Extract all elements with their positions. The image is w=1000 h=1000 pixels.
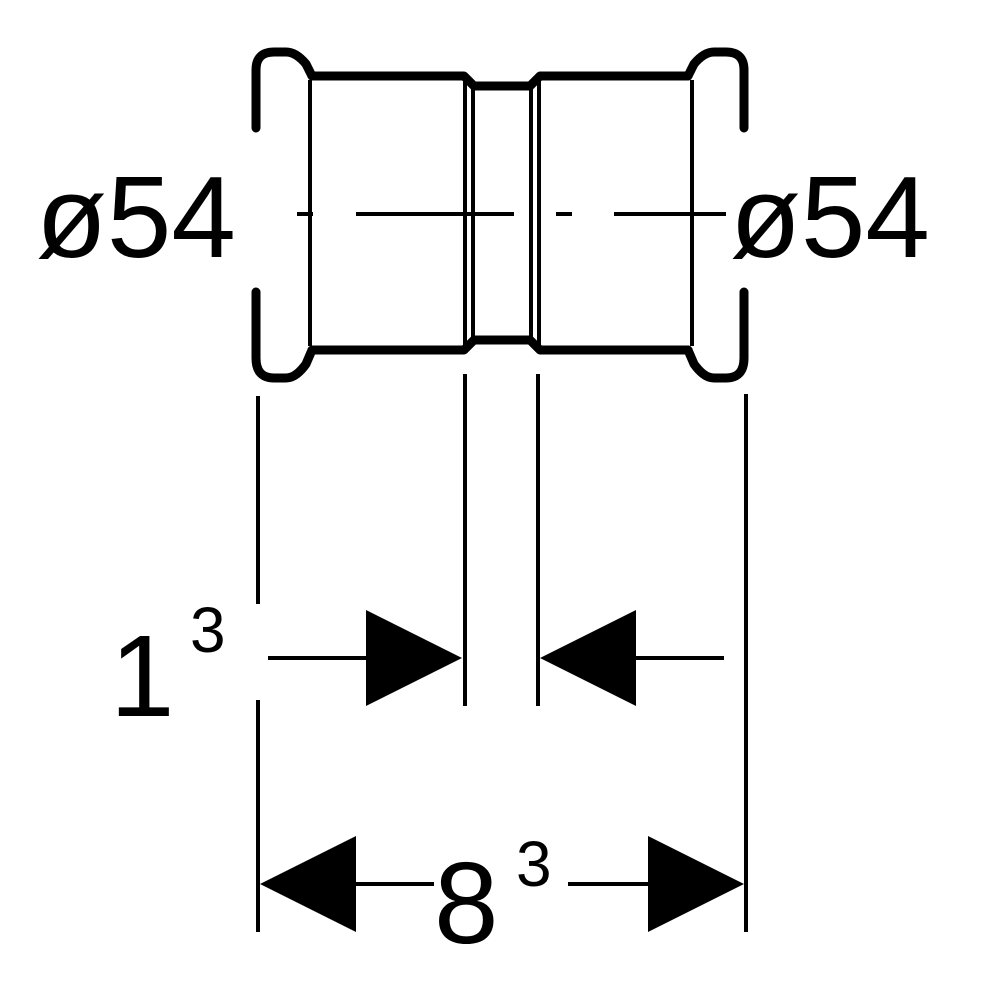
body-bottom-edge (307, 335, 693, 355)
fitting-body (251, 47, 749, 383)
extension-lines (256, 374, 748, 932)
dimension-arrow-left (540, 610, 636, 706)
diameter-label-left: ø54 (36, 152, 236, 282)
left-bead-bottom (251, 287, 317, 383)
diameter-label-right: ø54 (730, 152, 930, 282)
dimension-stop-superscript: 3 (190, 594, 226, 666)
body-top-edge (307, 71, 693, 91)
dimension-stop: 1 3 (110, 594, 724, 741)
right-bead-top (683, 47, 749, 133)
dimension-overall: 8 3 (260, 828, 744, 968)
dimension-arrow-right (366, 610, 462, 706)
left-bead-top (251, 47, 317, 133)
dimension-stop-value: 1 (110, 611, 175, 741)
right-bead-bottom (683, 287, 749, 383)
overall-arrow-left (260, 836, 356, 932)
dimension-overall-value: 8 (434, 838, 499, 968)
dimension-overall-superscript: 3 (516, 828, 552, 900)
overall-arrow-right (648, 836, 744, 932)
